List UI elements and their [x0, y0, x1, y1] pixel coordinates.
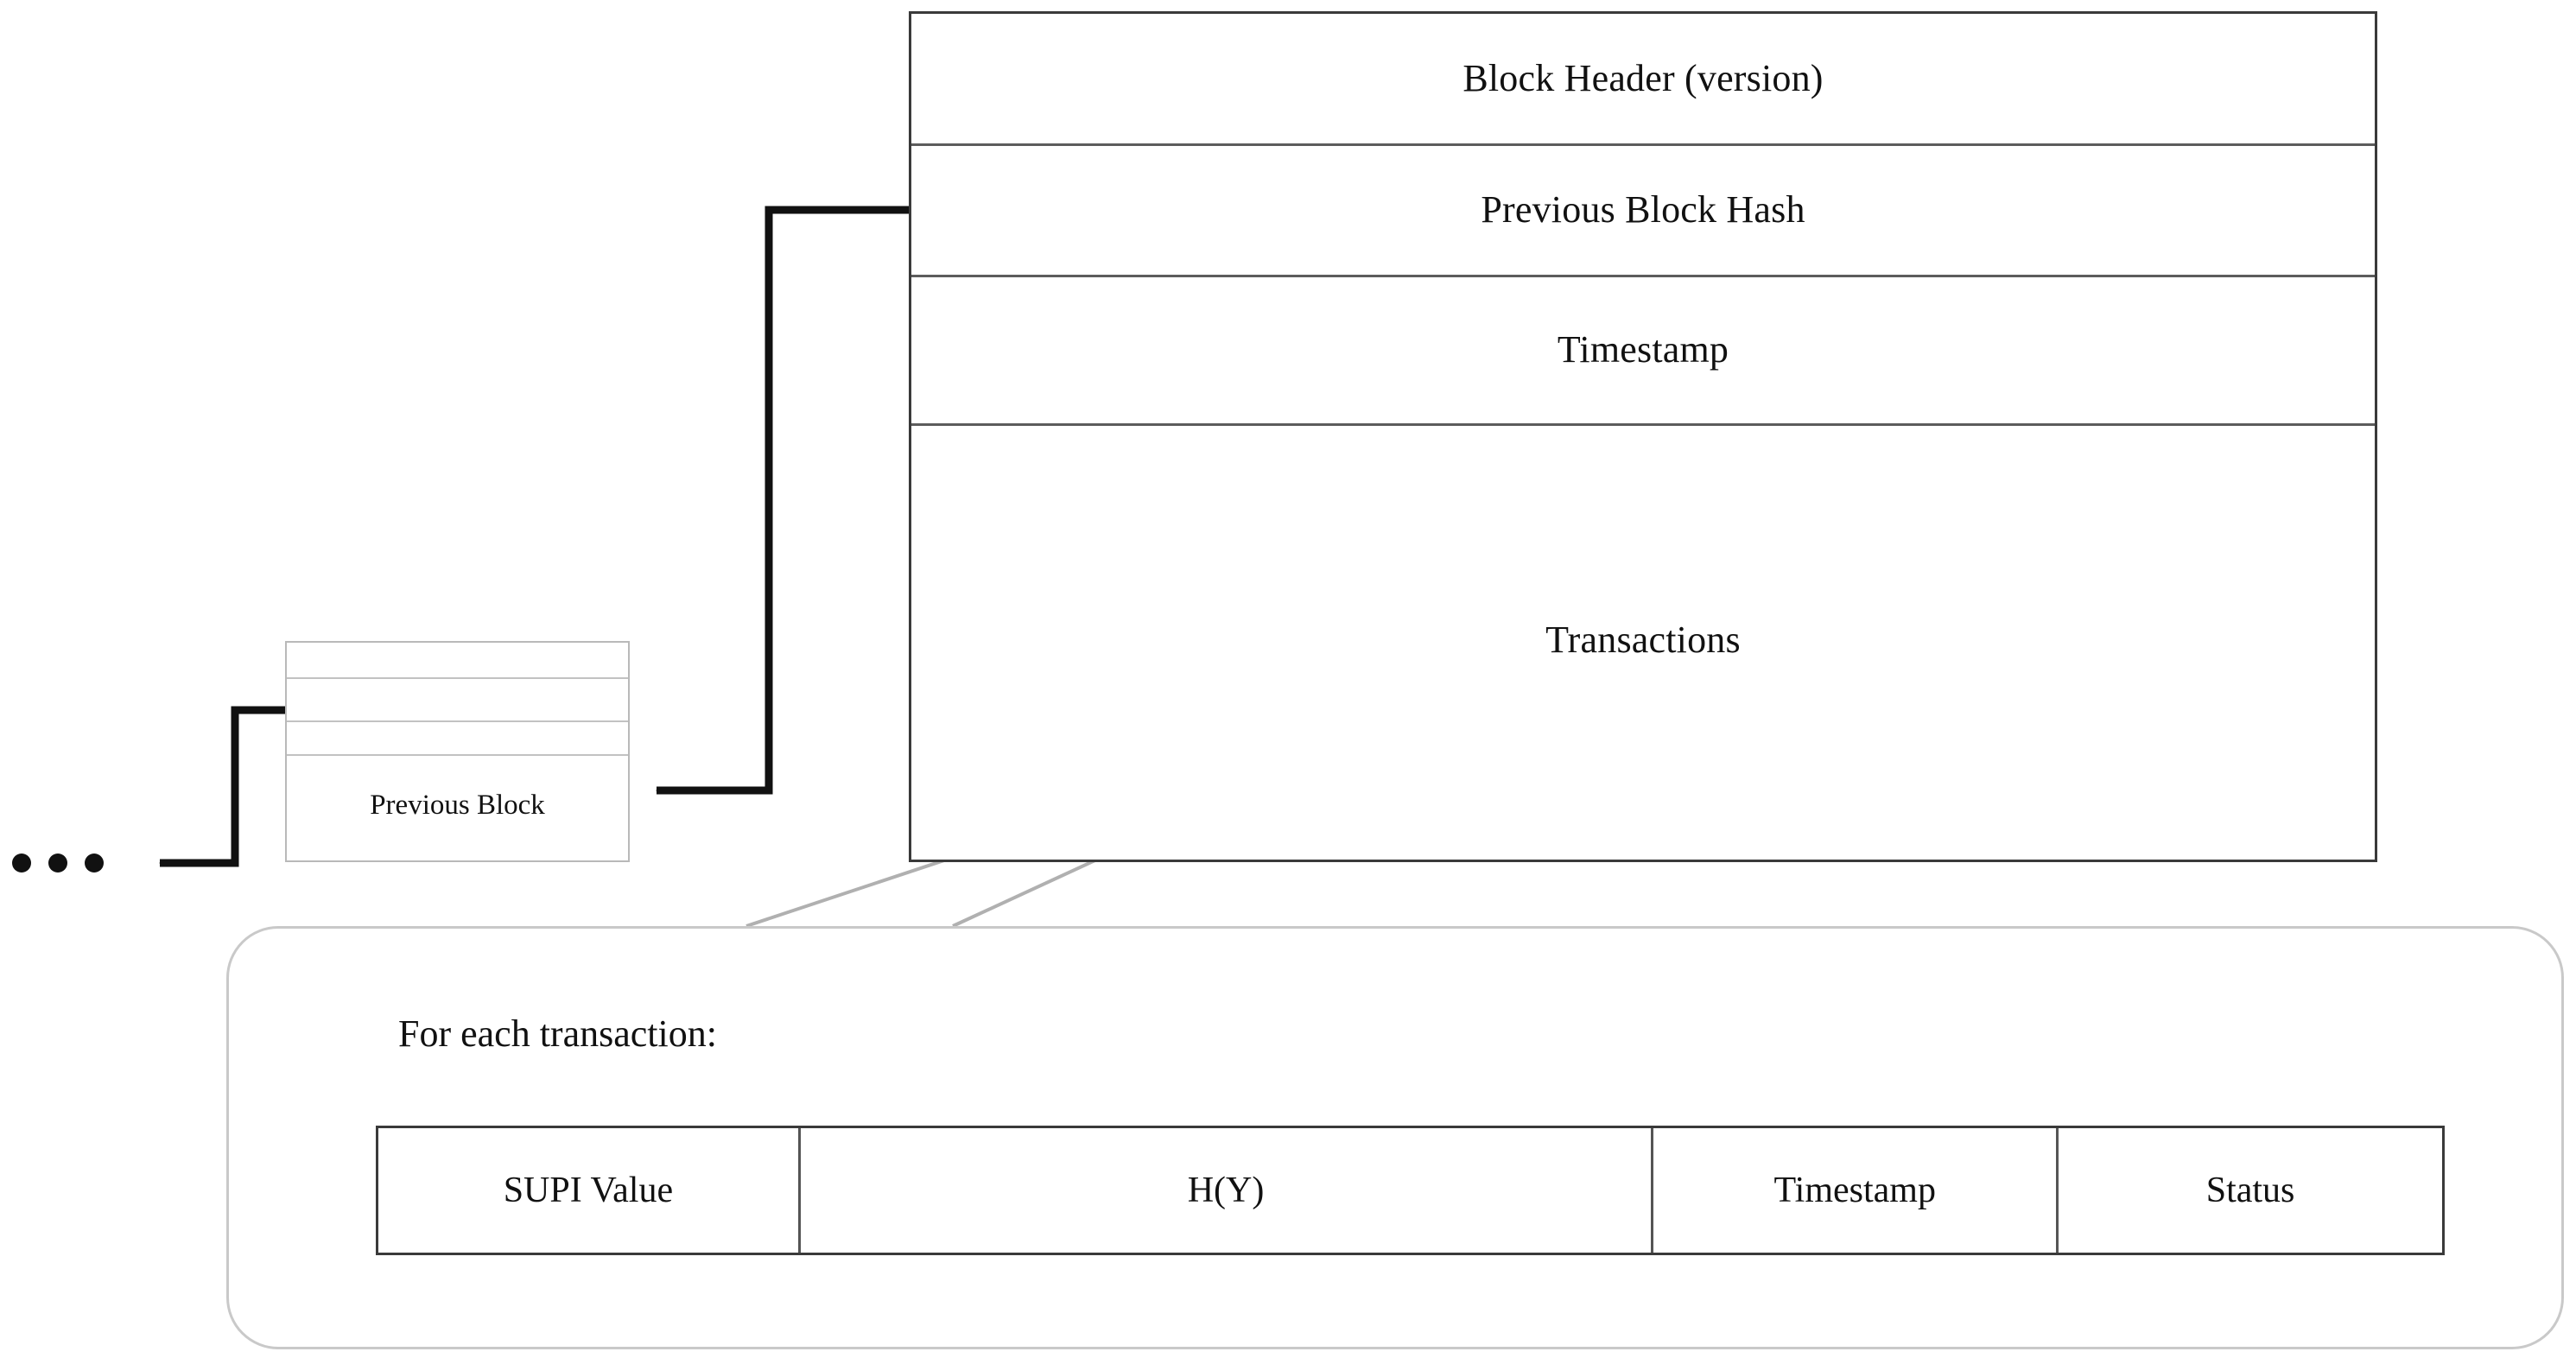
block-header-label: Block Header (version) [1462, 56, 1824, 99]
block-row-transactions: Transactions [911, 426, 2375, 860]
detail-panel-caption: For each transaction: [398, 1012, 717, 1055]
block-row-header: Block Header (version) [911, 14, 2375, 146]
transaction-detail-panel: For each transaction: [226, 926, 2564, 1349]
previous-block-label: Previous Block [370, 790, 545, 821]
tx-column-timestamp: Timestamp [1653, 1128, 2059, 1253]
ellipsis-dot [12, 854, 31, 873]
previous-block: Previous Block [285, 641, 630, 862]
horizontal-ellipsis-icon [12, 854, 104, 873]
ellipsis-dot [48, 854, 67, 873]
previous-block-row-1 [287, 643, 628, 679]
prev-block-hash-connector [656, 206, 909, 795]
previous-block-row-3 [287, 722, 628, 756]
block-row-timestamp: Timestamp [911, 277, 2375, 426]
current-block: Block Header (version) Previous Block Ha… [909, 11, 2377, 862]
timestamp-label: Timestamp [1557, 328, 1729, 371]
block-row-previous-hash: Previous Block Hash [911, 146, 2375, 277]
previous-block-row-2 [287, 679, 628, 722]
tx-column-status: Status [2205, 1171, 2295, 1210]
tx-column-hash-y: H(Y) [801, 1128, 1654, 1253]
previous-block-row-4: Previous Block [287, 756, 628, 862]
ellipsis-dot [85, 854, 104, 873]
tx-column-supi-value: SUPI Value [378, 1128, 801, 1253]
transactions-label: Transactions [1545, 619, 1741, 661]
transaction-fields-table: SUPI Value H(Y) Timestamp Status [376, 1126, 2445, 1255]
previous-block-hash-label: Previous Block Hash [1481, 188, 1805, 232]
chain-continuation-connector [159, 706, 285, 867]
